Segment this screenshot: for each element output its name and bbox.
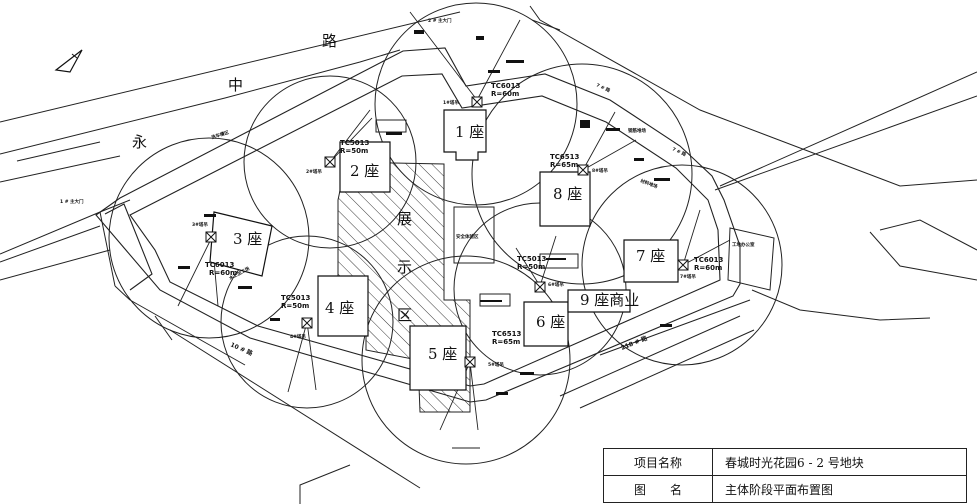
crane-8-label: TC6513 R=65m 8#塔吊 — [550, 153, 608, 174]
crane-5-label: TC6513 R=65m 5#塔吊 — [488, 330, 522, 368]
gate-1-label: 1 # 主大门 — [60, 198, 84, 205]
drawing-name-value: 主体阶段平面布置图 — [712, 475, 967, 503]
road-7-label: 7 # 路 — [595, 81, 612, 94]
svg-text:4#塔吊: 4#塔吊 — [290, 333, 306, 340]
svg-text:TC5013: TC5013 — [281, 294, 311, 302]
svg-text:TC5013: TC5013 — [517, 255, 547, 263]
road-edges — [0, 5, 977, 504]
building-5-label: 5 座 — [428, 345, 457, 363]
svg-text:R=50m: R=50m — [340, 147, 368, 155]
svg-text:7#塔吊: 7#塔吊 — [680, 273, 696, 280]
svg-text:R=60m: R=60m — [209, 269, 237, 277]
svg-text:TC5013: TC5013 — [340, 139, 370, 147]
crane-3-label: 3#塔吊 TC6013 R=60m — [192, 221, 237, 277]
crane-base-icons — [205, 96, 689, 368]
crane-2-label: TC5013 R=50m 2#塔吊 — [306, 139, 370, 175]
road-218-label: 218 # 路 — [620, 334, 650, 352]
title-block: 项目名称 春城时光花园6 - 2 号地块 图 名 主体阶段平面布置图 — [603, 448, 967, 503]
svg-text:R=50m: R=50m — [517, 263, 545, 271]
crane-4-label: TC5013 R=50m 4#塔吊 — [281, 294, 311, 340]
building-7-label: 7 座 — [636, 247, 665, 265]
exhibition-char-2: 示 — [397, 258, 412, 276]
svg-text:R=65m: R=65m — [550, 161, 578, 169]
road-name-char-2: 中 — [228, 76, 243, 94]
svg-text:2#塔吊: 2#塔吊 — [306, 168, 322, 175]
safety-zone-label: 安全体验区 — [456, 233, 479, 240]
project-name-value: 春城时光花园6 - 2 号地块 — [712, 448, 967, 476]
svg-text:3#塔吊: 3#塔吊 — [192, 221, 208, 228]
crane-radius-circles — [108, 2, 783, 465]
storage-label: 钢筋堆场 — [628, 127, 646, 134]
building-8-label: 8 座 — [553, 185, 582, 203]
crane-6-label: TC5013 R=50m 6#塔吊 — [517, 255, 564, 288]
site-zones — [375, 119, 775, 307]
building-2-label: 2 座 — [350, 162, 379, 180]
office-zone-label: 工地办公室 — [732, 241, 755, 248]
crane-1-label: TC6013 R=60m 1#塔吊 — [443, 82, 521, 106]
svg-text:TC6513: TC6513 — [492, 330, 522, 338]
building-1-label: 1 座 — [455, 123, 484, 141]
svg-text:TC6513: TC6513 — [550, 153, 580, 161]
north-arrow-icon — [54, 49, 83, 73]
svg-text:R=60m: R=60m — [491, 90, 519, 98]
title-block-row-project: 项目名称 春城时光花园6 - 2 号地块 — [603, 448, 967, 476]
gate-2-label: 2 # 主大门 — [428, 17, 452, 24]
drawing-name-label: 图 名 — [603, 475, 713, 503]
road-name-char-1: 永 — [132, 133, 147, 151]
svg-text:8#塔吊: 8#塔吊 — [592, 167, 608, 174]
building-6-label: 6 座 — [536, 313, 565, 331]
svg-text:TC6013: TC6013 — [694, 256, 724, 264]
building-footprints — [209, 109, 679, 391]
equipment-marks — [178, 30, 672, 395]
svg-text:TC6013: TC6013 — [205, 261, 235, 269]
building-3-label: 3 座 — [233, 230, 262, 248]
road-name-char-3: 路 — [322, 32, 337, 50]
svg-text:6#塔吊: 6#塔吊 — [548, 281, 564, 288]
svg-text:1#塔吊: 1#塔吊 — [443, 99, 459, 106]
project-name-label: 项目名称 — [603, 448, 713, 476]
svg-text:TC6013: TC6013 — [491, 82, 521, 90]
crane-7-label: TC6013 R=60m 7#塔吊 — [680, 256, 724, 280]
building-4-label: 4 座 — [325, 299, 354, 317]
exhibition-char-3: 区 — [397, 306, 412, 324]
svg-text:5#塔吊: 5#塔吊 — [488, 361, 504, 368]
road-10-label: 10 # 路 — [229, 341, 255, 358]
svg-text:R=65m: R=65m — [492, 338, 520, 346]
building-9-label: 9 座商业 — [580, 291, 639, 309]
road-7b-label: 7 # 路 — [671, 145, 688, 158]
svg-text:R=60m: R=60m — [694, 264, 722, 272]
exhibition-char-1: 展 — [397, 210, 412, 228]
title-block-row-drawing: 图 名 主体阶段平面布置图 — [603, 475, 967, 503]
svg-text:R=50m: R=50m — [281, 302, 309, 310]
